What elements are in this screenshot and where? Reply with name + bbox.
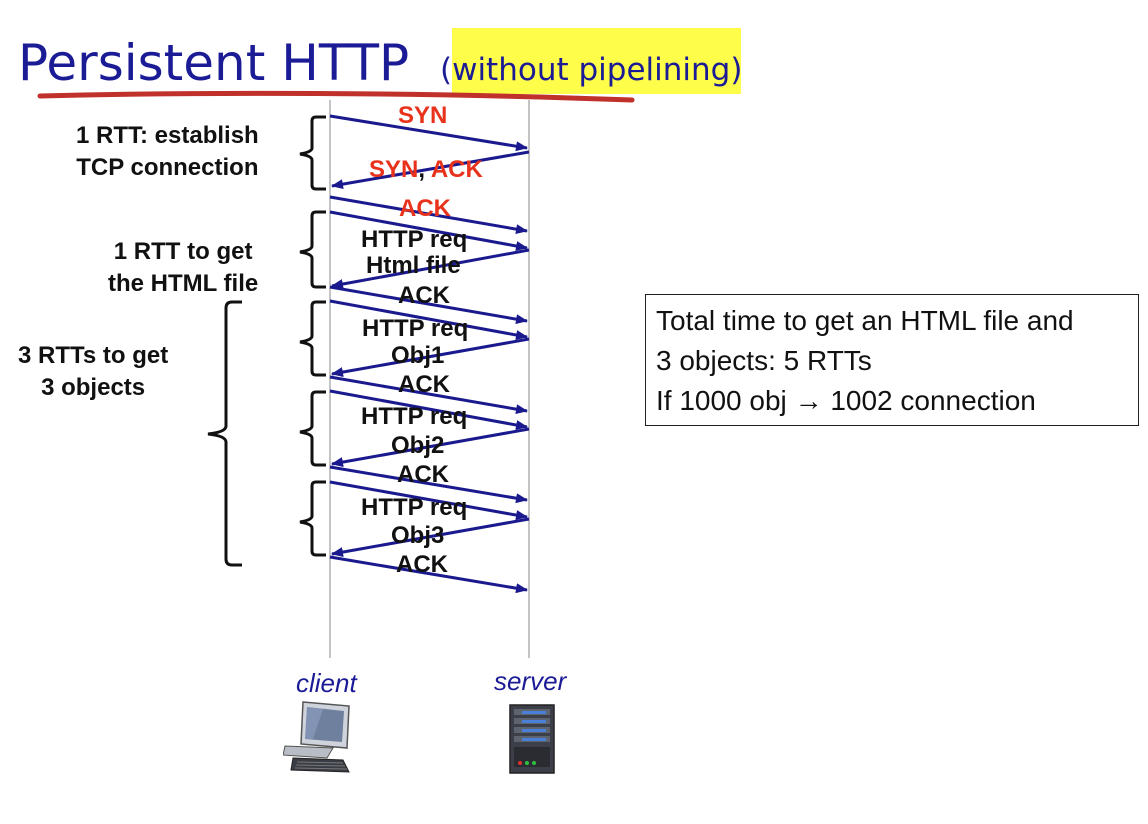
desktop-computer-icon — [283, 701, 350, 773]
brace-objects — [207, 300, 242, 567]
msg-synack: SYN, ACK — [369, 156, 483, 183]
arrow-req3 — [329, 389, 528, 430]
summary-note: Total time to get an HTML file and 3 obj… — [645, 294, 1139, 426]
arrow-obj3 — [331, 517, 530, 557]
msg-http-req-2: HTTP req — [362, 315, 469, 342]
page-subtitle: (without pipelining) — [440, 52, 743, 88]
arrow-req1 — [329, 210, 528, 251]
msg-obj2: Obj2 — [391, 432, 445, 459]
label-tcp-rtt: 1 RTT: establish TCP connection — [76, 122, 259, 181]
msg-html-file: Html file — [366, 252, 461, 279]
msg-syn: SYN — [398, 102, 448, 129]
label-html-rtt: 1 RTT to get the HTML file — [108, 238, 259, 297]
arrow-ack3 — [329, 375, 528, 415]
label-objects-rtt: 3 RTTs to get 3 objects — [18, 342, 169, 401]
msg-obj1: Obj1 — [391, 342, 445, 369]
msg-http-req-3: HTTP req — [361, 403, 468, 430]
msg-http-req-4: HTTP req — [361, 494, 468, 521]
brace-tcp — [299, 115, 326, 191]
arrow-obj2 — [331, 427, 530, 467]
msg-ack-5: ACK — [396, 551, 448, 578]
arrow-ack1 — [329, 195, 528, 235]
msg-ack-3: ACK — [398, 371, 450, 398]
arrow-req2 — [329, 299, 528, 340]
arrow-synack — [331, 150, 530, 190]
msg-ack-4: ACK — [397, 461, 449, 488]
brace-obj1 — [299, 300, 326, 377]
arrow-html-file — [331, 248, 530, 289]
brace-html — [299, 210, 326, 289]
arrow-syn — [329, 114, 528, 152]
subtitle-highlight — [452, 28, 741, 94]
arrow-ack4 — [329, 465, 528, 504]
arrow-req4 — [329, 480, 528, 520]
server-tower-icon — [509, 704, 555, 774]
arrow-obj1 — [331, 337, 530, 377]
msg-ack-1: ACK — [399, 195, 451, 222]
arrow-ack2 — [329, 285, 528, 325]
msg-http-req-1: HTTP req — [361, 226, 468, 253]
msg-obj3: Obj3 — [391, 522, 445, 549]
server-label: server — [494, 666, 567, 696]
msg-ack-2: ACK — [398, 282, 450, 309]
client-label: client — [296, 668, 357, 698]
brace-obj2 — [299, 390, 326, 467]
arrow-ack5 — [329, 555, 528, 594]
page-title: Persistent HTTP — [18, 34, 410, 92]
brace-obj3 — [299, 480, 326, 557]
